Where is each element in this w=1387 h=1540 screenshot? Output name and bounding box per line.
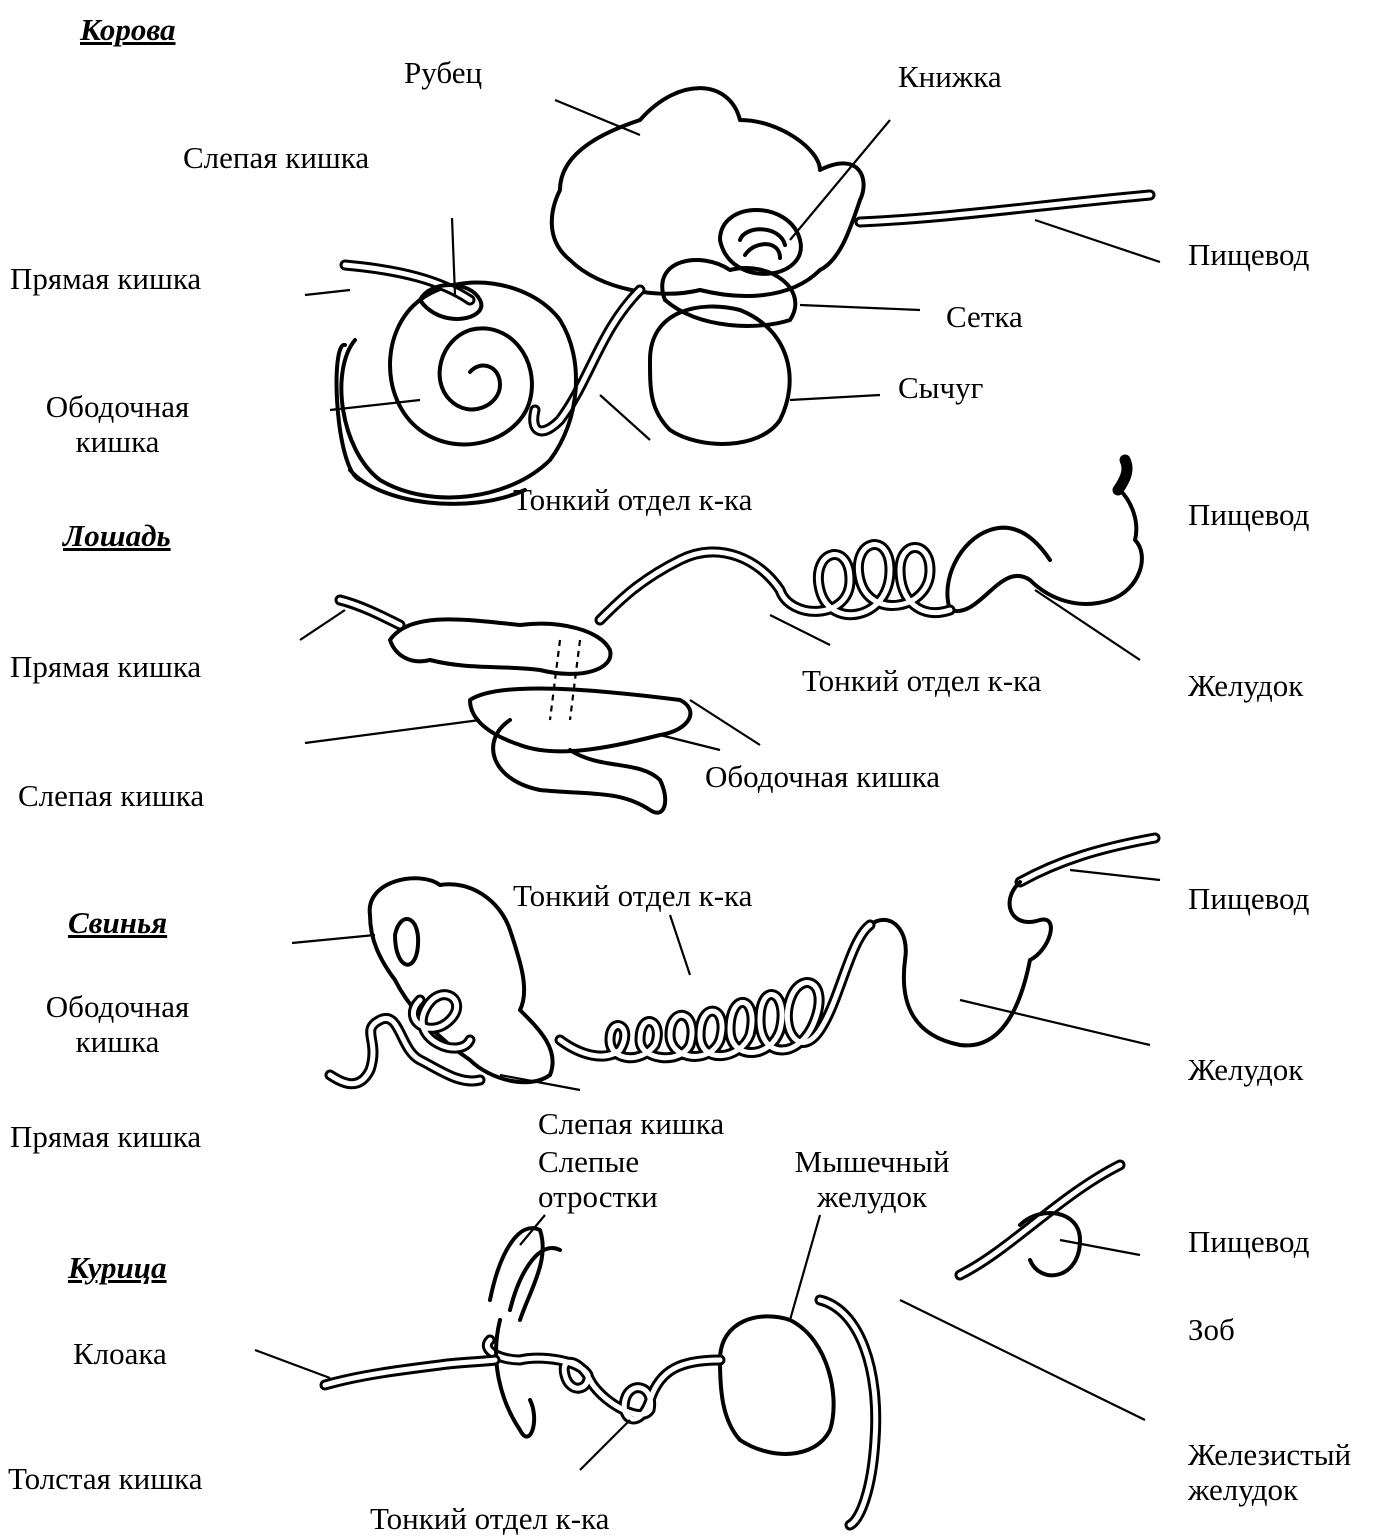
chicken-ceca <box>490 1228 560 1320</box>
label-cow-colon: Ободочная кишка <box>30 390 205 459</box>
horse-esophagus <box>1118 460 1127 490</box>
title-chicken: Курица <box>68 1250 167 1286</box>
cow-omasum <box>720 210 801 274</box>
label-chicken-ceca: Слепые отростки <box>538 1145 658 1214</box>
label-horse-small-intestine: Тонкий отдел к-ка <box>802 664 1041 699</box>
label-horse-rectum: Прямая кишка <box>10 650 201 685</box>
label-chicken-ceca-line1: Слепые <box>538 1145 658 1180</box>
label-chicken-ceca-line2: отростки <box>538 1180 658 1215</box>
title-pig: Свинья <box>68 905 167 941</box>
label-cow-colon-line1: Ободочная <box>30 390 205 425</box>
chicken-drawing <box>255 1165 1145 1525</box>
title-cow: Корова <box>80 12 175 48</box>
chicken-small-intestine <box>487 1340 720 1419</box>
label-chicken-large-intestine: Толстая кишка <box>8 1462 203 1497</box>
label-cow-colon-line2: кишка <box>30 425 205 460</box>
label-pig-esophagus: Пищевод <box>1188 882 1309 917</box>
label-cow-small-intestine: Тонкий отдел к-ка <box>513 483 752 518</box>
label-pig-colon-line2: кишка <box>30 1025 205 1060</box>
label-horse-esophagus: Пищевод <box>1188 498 1309 533</box>
label-chicken-proventriculus-line1: Железистый <box>1188 1438 1351 1473</box>
label-pig-cecum: Слепая кишка <box>538 1107 724 1142</box>
label-cow-reticulum: Сетка <box>946 300 1023 335</box>
label-chicken-proventriculus: Железистый желудок <box>1188 1438 1351 1507</box>
label-cow-cecum: Слепая кишка <box>183 141 369 176</box>
cow-abomasum <box>650 307 790 444</box>
chicken-gizzard <box>720 1316 834 1454</box>
label-cow-rumen: Рубец <box>404 56 482 91</box>
pig-stomach <box>870 882 1051 1045</box>
label-chicken-small-intestine: Тонкий отдел к-ка <box>370 1502 609 1537</box>
title-horse: Лошадь <box>63 518 171 554</box>
label-chicken-esophagus: Пищевод <box>1188 1225 1309 1260</box>
label-horse-cecum: Слепая кишка <box>18 779 204 814</box>
label-chicken-gizzard-line1: Мышечный <box>772 1145 972 1180</box>
horse-stomach <box>947 490 1141 611</box>
label-cow-rectum: Прямая кишка <box>10 262 201 297</box>
label-chicken-proventriculus-line2: желудок <box>1188 1473 1351 1508</box>
cow-drawing <box>305 88 1160 504</box>
label-pig-small-intestine: Тонкий отдел к-ка <box>513 879 752 914</box>
label-horse-colon: Ободочная кишка <box>705 760 940 795</box>
cow-rumen <box>552 88 864 296</box>
cow-rectum <box>345 265 470 300</box>
horse-cecum <box>493 720 665 813</box>
label-chicken-gizzard: Мышечный желудок <box>772 1145 972 1214</box>
label-pig-colon: Ободочная кишка <box>30 990 205 1059</box>
pig-small-intestine <box>560 925 870 1058</box>
pig-esophagus <box>1020 838 1155 882</box>
label-cow-esophagus: Пищевод <box>1188 238 1309 273</box>
label-chicken-crop: Зоб <box>1188 1313 1235 1348</box>
label-pig-rectum: Прямая кишка <box>10 1120 201 1155</box>
label-chicken-cloaca: Клоака <box>73 1337 167 1372</box>
label-chicken-gizzard-line2: желудок <box>772 1180 972 1215</box>
label-cow-abomasum: Сычуг <box>898 371 983 406</box>
pig-drawing <box>292 838 1160 1090</box>
label-pig-stomach: Желудок <box>1188 1053 1303 1088</box>
label-pig-colon-line1: Ободочная <box>30 990 205 1025</box>
cow-colon-spiral <box>341 283 576 498</box>
label-horse-stomach: Желудок <box>1188 669 1303 704</box>
label-cow-omasum: Книжка <box>898 60 1002 95</box>
